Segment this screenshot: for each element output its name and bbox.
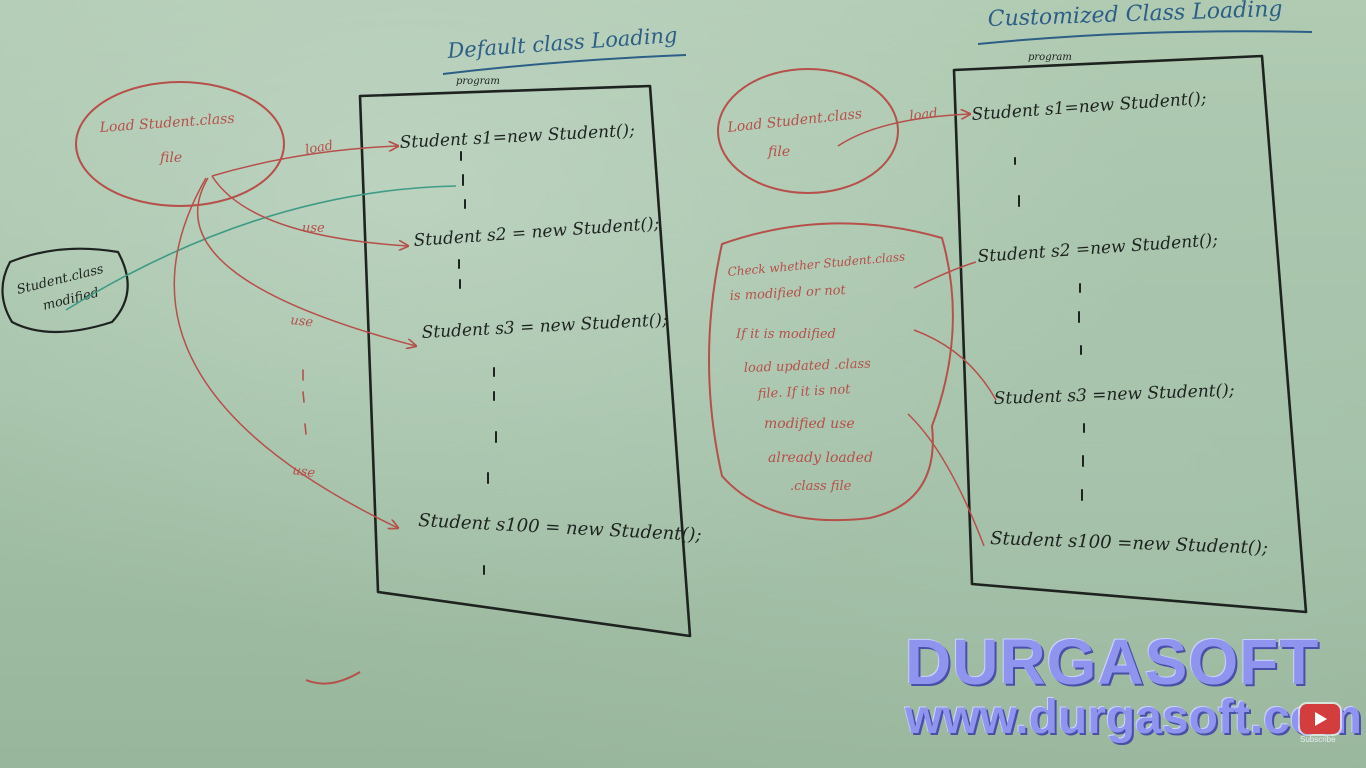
check-modified-bubble xyxy=(708,222,954,522)
default-arrow-label-3: use xyxy=(290,313,314,330)
custom-code-line-2: Student s2 =new Student(); xyxy=(977,230,1219,267)
student-class-modified-bubble xyxy=(1,247,129,334)
default-side-ticks xyxy=(302,369,307,435)
check-note-line-8: .class file xyxy=(790,479,852,494)
custom-arrow-label: load xyxy=(909,106,938,124)
default-program-label: program xyxy=(456,76,500,87)
default-code-line-2: Student s2 = new Student(); xyxy=(413,214,660,251)
custom-code-line-3: Student s3 =new Student(); xyxy=(993,381,1234,409)
custom-code-line-1: Student s1=new Student(); xyxy=(971,89,1207,125)
default-code-line-4: Student s100 = new Student(); xyxy=(418,510,702,546)
check-note-line-7: already loaded xyxy=(768,450,873,466)
custom-load-class-bubble xyxy=(717,68,899,194)
red-tick-mark xyxy=(305,671,361,685)
default-arrow-label-1: load xyxy=(304,138,334,158)
default-load-class-note-line-2: file xyxy=(159,150,182,166)
default-arrows xyxy=(173,146,416,528)
default-arrow-label-2: use xyxy=(302,221,325,236)
default-load-class-bubble xyxy=(75,81,285,207)
custom-heading-underline xyxy=(977,30,1313,45)
subscribe-label[interactable]: Subscribe xyxy=(1300,735,1336,744)
check-note-line-3: If it is modified xyxy=(735,327,836,342)
custom-code-line-4: Student s100 =new Student(); xyxy=(990,528,1268,559)
custom-ellipsis-marks xyxy=(1014,157,1085,501)
default-load-class-note-line-1: Load Student.class xyxy=(98,111,235,136)
custom-program-label: program xyxy=(1028,52,1072,63)
default-arrow-label-4: use xyxy=(291,463,316,481)
default-program-box xyxy=(358,84,692,638)
custom-check-connectors xyxy=(907,261,997,547)
durgasoft-watermark-url: www.durgasoft.com xyxy=(905,691,1362,744)
custom-program-box xyxy=(952,54,1308,614)
check-note-line-4: load updated .class xyxy=(744,357,872,376)
subscribe-button[interactable] xyxy=(1300,704,1340,734)
default-heading-underline xyxy=(442,54,687,75)
youtube-play-icon xyxy=(1315,712,1327,726)
check-note-line-6: modified use xyxy=(764,416,855,432)
default-code-line-1: Student s1=new Student(); xyxy=(399,121,635,153)
custom-load-arrow xyxy=(837,114,970,147)
customized-class-loading-heading: Customized Class Loading xyxy=(987,0,1283,32)
durgasoft-watermark-title: DURGASOFT xyxy=(905,626,1320,698)
check-note-line-1: Check whether Student.class xyxy=(727,250,906,279)
custom-load-class-note-line-2: file xyxy=(767,144,790,160)
default-ellipsis-marks xyxy=(458,151,497,575)
check-note-line-5: file. If it is not xyxy=(756,382,851,402)
default-code-line-3: Student s3 = new Student(); xyxy=(421,310,668,343)
check-note-line-2: is modified or not xyxy=(729,283,846,304)
modified-connector-line xyxy=(65,185,457,311)
custom-load-class-note-line-1: Load Student.class xyxy=(726,106,863,136)
